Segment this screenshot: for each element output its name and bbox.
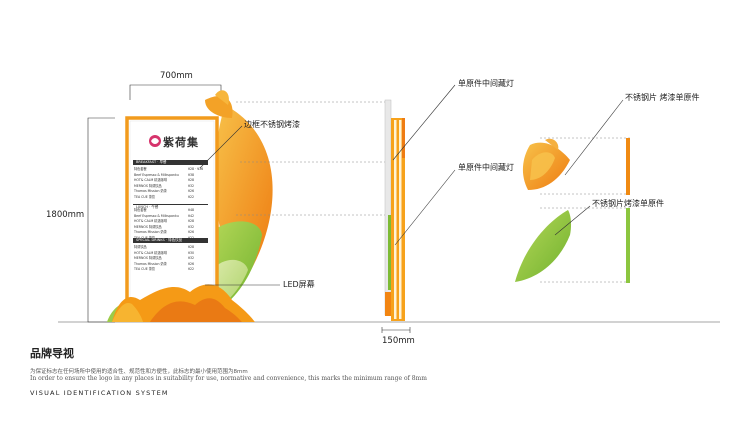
callout-frame: 边框不锈钢烤漆 xyxy=(244,120,300,129)
menu-item-name: HOT& CALM 精选咖啡 xyxy=(134,219,168,224)
menu-item-price: ¥26 xyxy=(188,230,195,235)
depth-label: 150mm xyxy=(382,336,415,346)
width-dimension xyxy=(129,84,222,100)
callout-led: LED屏幕 xyxy=(283,280,315,289)
menu-item-price: ¥22 xyxy=(188,267,195,272)
menu-item-price: ¥48 xyxy=(188,208,195,212)
menu-item-price: ¥26 xyxy=(188,261,195,266)
height-label: 1800mm xyxy=(46,210,85,220)
menu-item-name: Thomas Mission 奶茶 xyxy=(134,230,167,235)
menu-item-name: MERNOS 特调饮品 xyxy=(134,256,162,261)
description-en: In order to ensure the logo in any place… xyxy=(30,375,427,382)
system-title: VISUAL IDENTIFICATION SYSTEM xyxy=(30,389,169,397)
detail-orange-leaf xyxy=(522,138,630,195)
menu-item-price: ¥32 xyxy=(188,183,195,188)
sign-logo-text: 紫荷集 xyxy=(163,136,199,149)
callout-leaf-top: 不锈钢片 烤漆单原件 xyxy=(625,93,700,102)
menu-item-price: ¥30 xyxy=(188,250,195,255)
menu-item-name: Beef Espresso & Milkspanku xyxy=(134,172,179,177)
height-dimension xyxy=(87,117,115,323)
menu-header-1: BREAKFAST · 早餐 xyxy=(133,160,208,165)
menu-item-name: 特色套餐 xyxy=(134,167,147,171)
section-title: 品牌导视 xyxy=(30,347,74,360)
description-cn: 为保证标志在任何场所中使用的适合性、规范性和方便性，此标志的最小使用范围为8mm xyxy=(30,369,248,375)
callout-side-light-top: 单原件中间藏灯 xyxy=(458,79,514,88)
menu-item-price: ¥32 xyxy=(188,224,195,229)
menu-item-name: Thomas Mission 奶茶 xyxy=(134,261,167,266)
width-label: 700mm xyxy=(160,71,193,81)
callout-side-light-mid: 单原件中间藏灯 xyxy=(458,163,514,172)
menu-item-price: ¥28 xyxy=(188,178,195,183)
menu-item-price: ¥28 xyxy=(188,219,195,224)
menu-item-price: ¥22 xyxy=(188,195,195,199)
menu-item-price: ¥28 xyxy=(188,245,195,249)
menu-item-name: 特色套餐 xyxy=(134,208,147,212)
callout-leaf-bottom: 不锈钢片烤漆单原件 xyxy=(592,199,664,208)
menu-header-3: SPECIAL DRINKS · 特色饮品 xyxy=(133,238,208,243)
menu-item-name: Beef Espresso & Milkspanku xyxy=(134,213,179,218)
side-view xyxy=(384,99,405,321)
menu-item-name: TEA CUE 茶饮 xyxy=(134,267,156,272)
menu-item-price: ¥26 xyxy=(188,189,195,194)
menu-item-name: HOT& CALM 精选咖啡 xyxy=(134,178,168,183)
menu-item-price: ¥38 xyxy=(188,172,195,177)
menu-item-price: ¥28 · ¥36 xyxy=(188,167,204,171)
menu-item-price: ¥42 xyxy=(188,213,195,218)
menu-item-name: MERNOS 特调饮品 xyxy=(134,183,162,188)
menu-item-name: TEA CUE 茶饮 xyxy=(134,195,156,199)
menu-item-name: Thomas Mission 奶茶 xyxy=(134,189,167,194)
menu-item-name: MERNOS 特调饮品 xyxy=(134,224,162,229)
detail-green-leaf xyxy=(515,208,630,283)
menu-item-name: HOT& CALM 精选咖啡 xyxy=(134,250,168,255)
menu-item-price: ¥32 xyxy=(188,256,195,261)
menu-header-2: LUNCH · 午餐 xyxy=(133,204,208,210)
menu-item-name: 特调饮品 xyxy=(134,245,147,249)
